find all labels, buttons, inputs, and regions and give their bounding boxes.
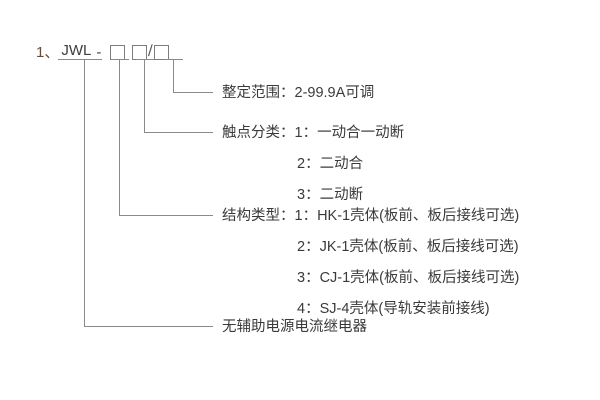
leader-vline-structure-type — [119, 59, 121, 216]
callout-structure-type-option-3: 3：CJ-1壳体(板前、板后接线可选) — [297, 270, 520, 286]
series-name-wrap: JWL — [61, 42, 91, 64]
series-underline — [58, 59, 102, 61]
code-separator-slash: / — [148, 43, 154, 60]
code-dash: - — [96, 44, 102, 61]
callout-structure-type-option-4: 4：SJ-4壳体(导轨安装前接线) — [297, 301, 490, 317]
callout-contact-class-value: 1：一动合一动断 — [294, 125, 405, 141]
code-box-contact-class — [132, 45, 148, 60]
callout-product-description-title: 无辅助电源电流继电器 — [222, 319, 367, 335]
callout-setting-range-title: 整定范围 — [222, 85, 280, 101]
leader-vline-product-description — [84, 59, 86, 327]
callout-structure-type: 结构类型：1：HK-1壳体(板前、板后接线可选) — [222, 209, 519, 224]
callout-setting-range-value: 2-99.9A可调 — [294, 85, 375, 101]
leader-vline-setting-range — [173, 59, 175, 93]
leader-hline-product-description — [84, 326, 213, 328]
callout-structure-type-value: 1：HK-1壳体(板前、板后接线可选) — [294, 208, 520, 224]
callout-contact-class-colon: ： — [280, 125, 295, 141]
code-box-setting-range — [153, 45, 169, 60]
callout-contact-class: 触点分类：1：一动合一动断 — [222, 126, 404, 141]
leader-hline-contact-class — [144, 132, 213, 134]
callout-setting-range: 整定范围：2-99.9A可调 — [222, 86, 374, 101]
callout-contact-class-title: 触点分类 — [222, 125, 280, 141]
model-code-row: 1、 JWL - / — [36, 38, 169, 64]
callout-contact-class-option-3: 3：二动断 — [297, 187, 364, 203]
callout-product-description: 无辅助电源电流继电器 — [222, 320, 367, 335]
callout-setting-range-colon: ： — [280, 85, 295, 101]
callout-contact-class-option-2: 2：二动合 — [297, 156, 364, 172]
callout-structure-type-title: 结构类型 — [222, 208, 280, 224]
leader-hline-structure-type — [119, 215, 213, 217]
series-name: JWL — [61, 42, 92, 59]
callout-structure-type-colon: ： — [280, 208, 295, 224]
callout-structure-type-option-2: 2：JK-1壳体(板前、板后接线可选) — [297, 239, 519, 255]
leader-hline-setting-range — [173, 92, 213, 94]
leader-vline-contact-class — [144, 59, 146, 133]
item-number: 1、 — [36, 44, 60, 61]
code-box-structure-type — [110, 45, 126, 60]
